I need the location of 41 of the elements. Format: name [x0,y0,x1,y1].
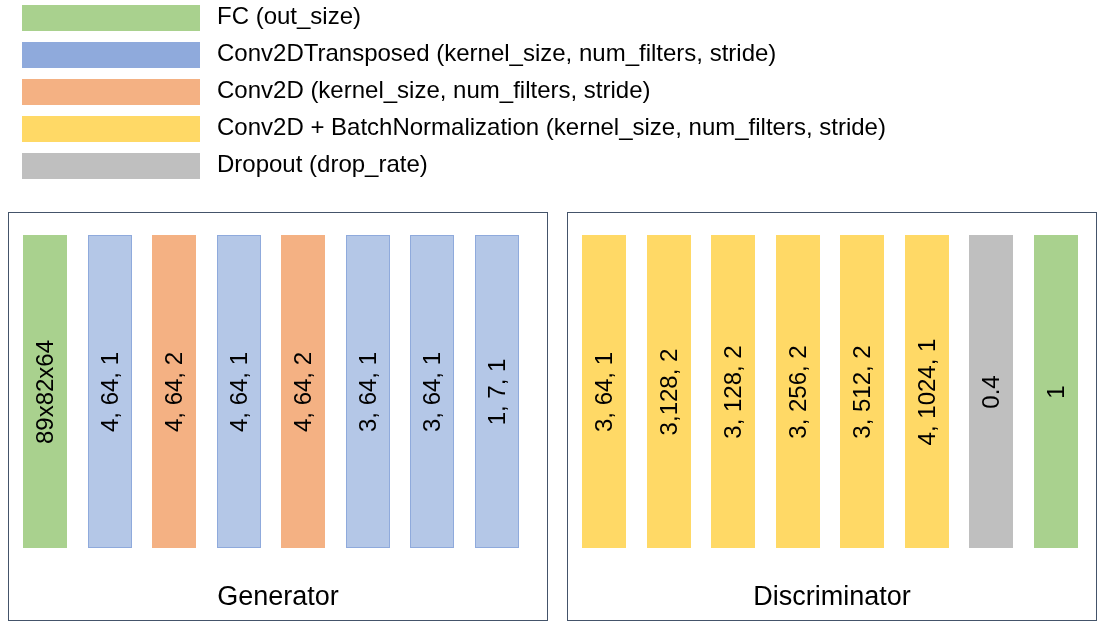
layer-bar [87,235,132,548]
layer-bar [1033,235,1078,548]
layer-params: 3,128, 2 [654,348,683,435]
legend-text: Dropout (drop_rate) [217,150,428,178]
layer-bar [152,235,196,548]
legend-text: Conv2D + BatchNormalization (kernel_size, num_filters, stride) [217,113,886,141]
layer-bar [711,235,755,548]
network-panel [8,212,548,621]
legend-text: Conv2D (kernel_size, num_filters, stride) [217,76,651,104]
layer-params: 3, 512, 2 [848,344,876,439]
layer-params: 3, 128, 2 [719,344,747,439]
layer-params: 1, 7, 1 [482,358,511,425]
legend-text: FC (out_size) [217,2,362,30]
panel-title: Generator [217,581,339,612]
layer-bar [775,235,820,548]
layer-bar [410,235,454,548]
layer-bar [840,235,884,548]
layer-bar [345,235,390,548]
layer-params: 0.4 [977,374,1005,409]
layer-bar [904,235,949,548]
layer-bar [474,235,519,548]
layer-params: 4, 64, 1 [95,351,124,432]
layer-params: 89x82x64 [31,339,59,444]
layer-bar [23,235,67,548]
layer-bar [281,235,325,548]
layer-params: 4, 1024, 1 [912,338,941,445]
layer-params: 3, 64, 1 [590,351,618,432]
panel-title: Discriminator [753,581,911,612]
layer-params: 3, 64, 1 [353,351,382,432]
layer-bar [216,235,261,548]
layer-params: 1 [1041,384,1070,399]
legend-text: Conv2DTransposed (kernel_size, num_filters, stride) [217,39,777,67]
layer-params: 4, 64, 1 [224,351,253,432]
network-panel [567,212,1097,621]
layer-params: 4, 64, 2 [160,351,188,432]
layer-bar [646,235,691,548]
layer-bar [582,235,626,548]
layer-params: 4, 64, 2 [289,351,317,432]
layer-bar [969,235,1013,548]
layer-params: 3, 256, 2 [783,344,812,439]
layer-params: 3, 64, 1 [418,351,446,432]
